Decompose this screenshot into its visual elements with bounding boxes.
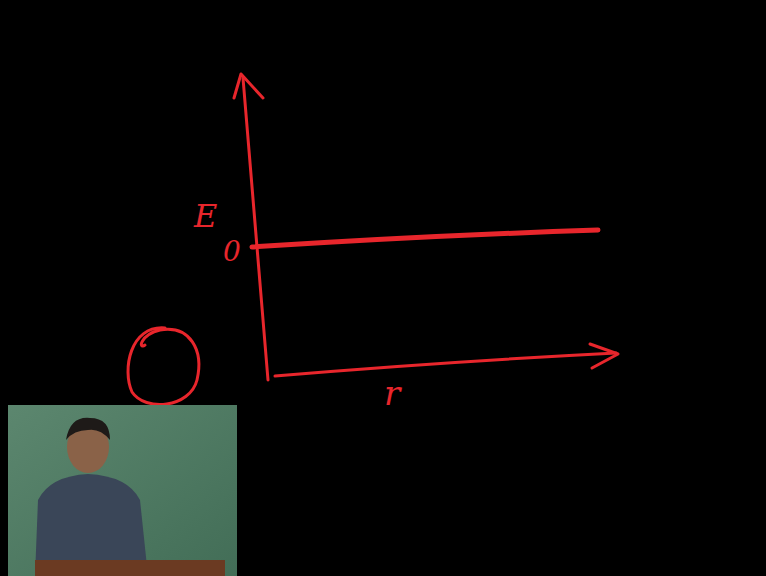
- axis-label: r: [384, 376, 400, 410]
- field-line: [252, 230, 598, 247]
- axis-value: 0: [223, 238, 241, 266]
- axis-label: E: [194, 200, 217, 232]
- axis-arrowhead: [590, 344, 618, 368]
- lecturer-inset: [8, 405, 237, 576]
- vertical-axis: [243, 78, 268, 380]
- horizontal-axis: [275, 353, 616, 376]
- sphere-sketch: [128, 328, 199, 405]
- axis-arrowhead: [234, 74, 263, 98]
